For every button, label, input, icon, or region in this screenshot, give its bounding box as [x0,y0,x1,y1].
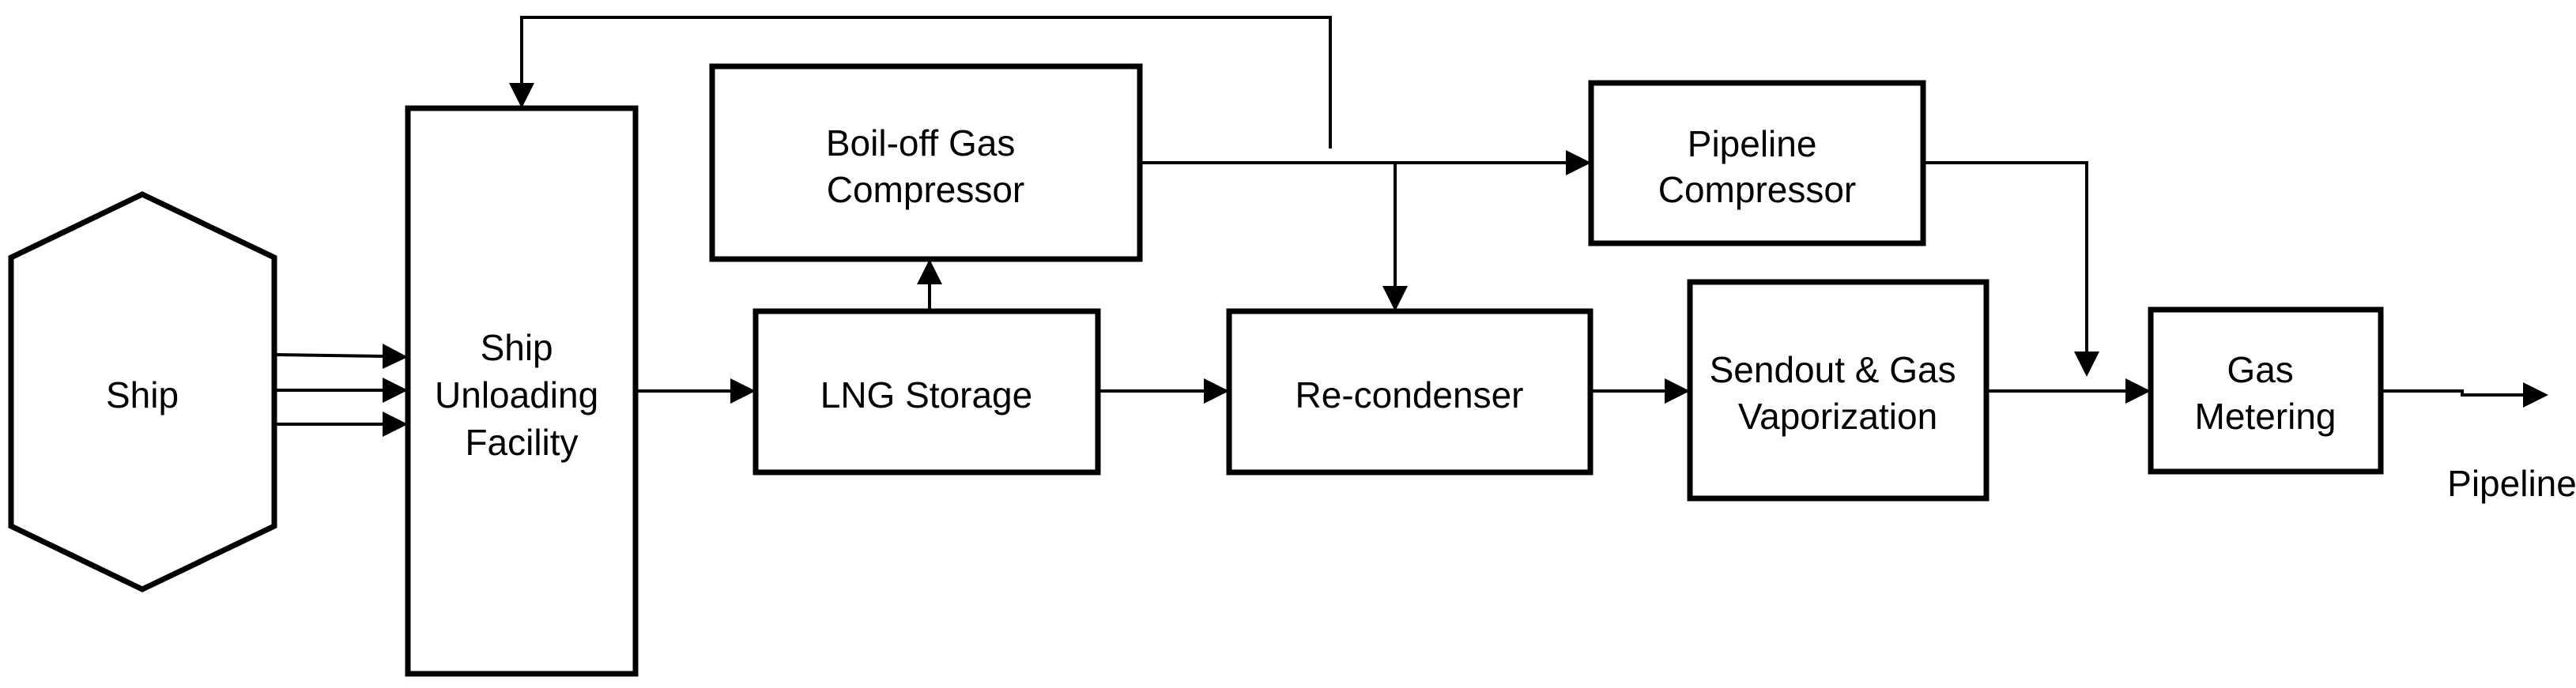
re-condenser-label: Re-condenser [1296,374,1524,415]
node-pipeline-compressor: Pipeline Compressor [1588,80,1926,246]
edge-boil-off-to-re-condenser [1382,163,1408,311]
edge-boil-off-to-pipeline-compressor [1140,150,1591,175]
sendout-gas-vaporization-box [1687,279,1990,502]
node-gas-metering: Gas Metering [2148,306,2384,475]
edge-ship-to-unloading-middle [274,378,408,403]
edge-metering-to-pipeline [2381,382,2548,408]
arrowhead [917,259,942,284]
arrowhead [1665,378,1690,404]
svg-text:Pipeline Compressor: Pipeline Compressor [1658,123,1857,210]
arrowhead [2523,382,2548,408]
ship-unloading-label-line-3: Facility [465,422,578,463]
ship-unloading-label-line-1: Ship [481,327,553,368]
re-condenser-box [1226,308,1593,476]
pipeline-output-label: Pipeline [2447,463,2576,504]
gas-metering-box [2148,306,2384,475]
svg-text:LNG Storage: LNG Storage [820,374,1032,415]
arrowhead [1566,150,1591,175]
arrowhead [2125,378,2151,404]
lng-storage-box [752,308,1101,476]
node-ship-unloading-facility: Ship Unloading Facility [405,105,639,677]
edge-sendout-to-metering [1986,378,2151,404]
boil-off-label-line-2: Compressor [827,169,1025,210]
svg-text:Ship: Ship [106,374,179,415]
boil-off-gas-compressor-box [709,63,1143,262]
pipeline-compressor-box [1588,80,1926,246]
ship-unloading-facility-box [405,105,639,677]
svg-text:Pipeline: Pipeline [2447,463,2576,504]
edge-pipeline-compressor-to-metering [1923,161,2099,377]
node-boil-off-gas-compressor: Boil-off Gas Compressor [709,63,1143,262]
edge-ship-to-unloading-top [273,344,408,369]
edge-lng-storage-to-boil-off-compressor [917,259,942,311]
ship-label: Ship [106,374,179,415]
node-lng-storage: LNG Storage [752,308,1101,476]
node-ship: Ship [8,191,277,592]
edge-boil-off-return-to-unloading [509,16,1332,149]
pipeline-compressor-label-line-2: Compressor [1658,169,1857,210]
edge-lng-storage-to-re-condenser [1098,378,1229,404]
arrowhead [1382,286,1408,311]
svg-text:Sendout & Gas Vaporizati: Sendout & Gas Vaporization [1710,349,1967,437]
arrowhead [1204,378,1229,404]
gas-metering-label-line-2: Metering [2195,396,2337,437]
svg-text:Boil-off Gas Compressor: Boil-off Gas Compressor [826,122,1025,210]
arrowhead [509,83,534,108]
svg-text:Ship Unloading Fac: Ship Unloading Facility [435,327,609,463]
gas-metering-label-line-1: Gas [2227,349,2293,390]
arrowhead [2074,352,2099,377]
node-re-condenser: Re-condenser [1226,308,1593,476]
node-sendout-gas-vaporization: Sendout & Gas Vaporization [1687,279,1990,502]
arrowhead [383,412,408,437]
svg-text:Gas Metering: Gas Metering [2195,349,2337,437]
edge-re-condenser-to-sendout [1590,378,1690,404]
arrowhead [383,378,408,403]
ship-hexagon [8,191,277,592]
sendout-label-line-1: Sendout & Gas [1710,349,1956,390]
lng-storage-label: LNG Storage [820,374,1032,415]
arrowhead [383,344,408,369]
pipeline-compressor-label-line-1: Pipeline [1688,123,1817,164]
edge-unloading-to-lng-storage [636,378,756,404]
svg-text:Re-condenser: Re-condenser [1296,374,1524,415]
sendout-label-line-2: Vaporization [1738,396,1937,437]
edge-ship-to-unloading-bottom [274,412,408,437]
boil-off-label-line-1: Boil-off Gas [826,122,1015,164]
arrowhead [730,378,756,404]
ship-unloading-label-line-2: Unloading [435,374,598,415]
